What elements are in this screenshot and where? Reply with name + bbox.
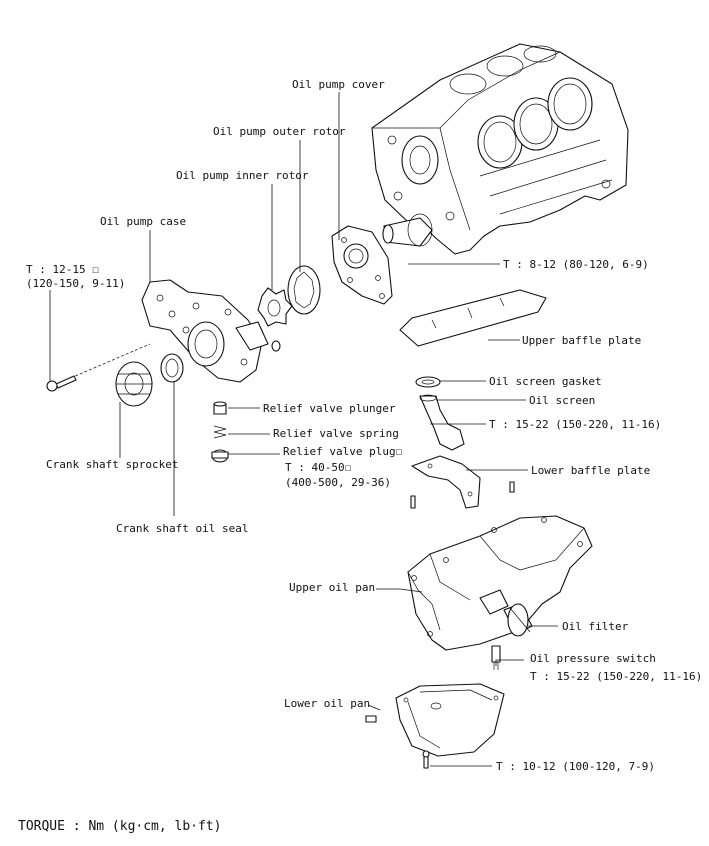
label-oil-pump-inner-rotor: Oil pump inner rotor: [176, 169, 309, 182]
label-relief-valve-spring: Relief valve spring: [273, 427, 399, 440]
label-torque-switch: T : 15-22 (150-220, 11-16): [530, 670, 702, 683]
label-torque-plug-1: T : 40-50☐: [285, 461, 351, 474]
oil-pressure-switch: [491, 645, 501, 670]
oil-pump-outer-rotor: [287, 265, 321, 315]
label-oil-pressure-switch: Oil pressure switch: [530, 652, 656, 665]
label-oil-screen: Oil screen: [529, 394, 595, 407]
oil-pump-case: [141, 279, 281, 383]
oil-screen-gasket: [415, 376, 441, 388]
oil-screen: [419, 394, 465, 451]
drain-bolt: [365, 715, 377, 723]
label-crank-shaft-sprocket: Crank shaft sprocket: [46, 458, 178, 471]
label-upper-oil-pan: Upper oil pan: [289, 581, 375, 594]
dowel-pin: [509, 481, 515, 493]
relief-valve-plug: [211, 449, 229, 463]
label-oil-filter: Oil filter: [562, 620, 629, 633]
small-bolt: [410, 495, 416, 509]
label-lower-baffle-plate: Lower baffle plate: [531, 464, 650, 477]
lower-baffle-plate: [411, 455, 481, 509]
engine-block: [371, 43, 629, 255]
label-oil-pump-case: Oil pump case: [100, 215, 186, 228]
label-torque-case-2: (120-150, 9-11): [26, 277, 125, 290]
crank-shaft-oil-seal: [160, 353, 184, 383]
label-torque-cover: T : 8-12 (80-120, 6-9): [503, 258, 649, 271]
oil-pump-inner-rotor: [257, 287, 293, 327]
label-oil-screen-gasket: Oil screen gasket: [489, 375, 602, 388]
upper-baffle-plate: [399, 289, 547, 347]
upper-oil-pan: [407, 515, 593, 651]
label-torque-lower-pan: T : 10-12 (100-120, 7-9): [496, 760, 655, 773]
label-torque-plug-2: (400-500, 29-36): [285, 476, 391, 489]
label-oil-pump-outer-rotor: Oil pump outer rotor: [213, 125, 346, 138]
relief-valve-plunger: [213, 401, 227, 415]
label-torque-case-1: T : 12-15 ☐: [26, 263, 99, 276]
leader-lines: [49, 92, 558, 767]
label-crank-shaft-oil-seal: Crank shaft oil seal: [116, 522, 248, 535]
footer-torque-units: TORQUE : Nm (kg·cm, lb·ft): [18, 819, 222, 834]
label-lower-oil-pan: Lower oil pan: [284, 697, 370, 710]
label-upper-baffle-plate: Upper baffle plate: [522, 334, 641, 347]
oil-pump-cover: [331, 225, 393, 305]
label-relief-valve-plug: Relief valve plug☐: [283, 445, 402, 458]
case-bolt: [46, 343, 151, 392]
lower-pan-bolt: [422, 750, 430, 769]
label-relief-valve-plunger: Relief valve plunger: [263, 402, 396, 415]
label-oil-pump-cover: Oil pump cover: [292, 78, 385, 91]
relief-valve-spring: [213, 425, 227, 439]
label-torque-screen: T : 15-22 (150-220, 11-16): [489, 418, 661, 431]
crank-shaft-sprocket: [115, 361, 153, 407]
lower-oil-pan: [395, 683, 505, 757]
labels: Oil pump cover Oil pump outer rotor Oil …: [18, 78, 702, 834]
